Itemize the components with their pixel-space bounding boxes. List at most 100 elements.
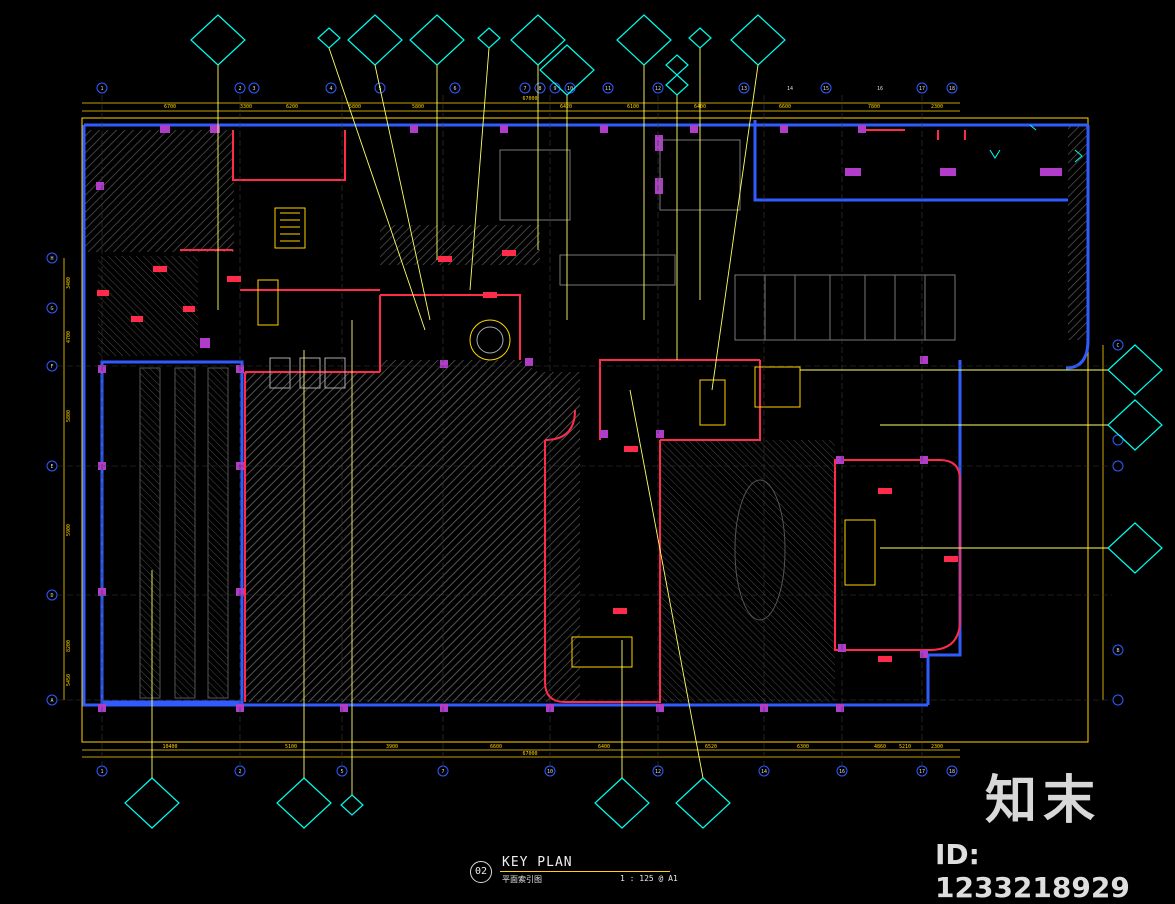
interior-partitions	[180, 129, 966, 703]
grid-label-side-G: G	[50, 306, 53, 312]
grid-label-side-E: E	[50, 464, 53, 470]
grid-label-bottom-2: 2	[238, 769, 241, 775]
grid-label-side-D: D	[50, 593, 53, 599]
callout-top-2	[317, 27, 341, 49]
callout-right-3	[1107, 522, 1163, 574]
watermark-brand: 知末	[985, 771, 1102, 831]
left-dim-5: 5450	[66, 674, 72, 686]
grid-label-bottom-6: 12	[655, 769, 661, 775]
grid-label-top-2: 2	[238, 86, 241, 92]
bottom-overall-dim: 67000	[522, 751, 537, 757]
grid-label-side-A: A	[50, 698, 53, 704]
grid-label-bottom-3: 5	[340, 769, 343, 775]
grid-label-bottom-7: 14	[761, 769, 767, 775]
callout-top-10	[665, 74, 689, 96]
callout-bottom-5	[675, 777, 731, 829]
grid-label-bottom-8: 16	[839, 769, 845, 775]
grid-label-bottom-10: 18	[949, 769, 955, 775]
bottom-dim-3: 6600	[490, 744, 502, 750]
top-dim-2: 6200	[286, 104, 298, 110]
grid-label-top-16: 16	[877, 86, 883, 92]
grid-label-top-15: 15	[823, 86, 829, 92]
top-dim-9: 7800	[868, 104, 880, 110]
plan-title-block: 02 KEY PLAN 平面索引图 1 : 125 @ A1	[470, 853, 700, 889]
grid-label-side-F: F	[50, 364, 53, 370]
grid-label-bottom-4: 7	[441, 769, 444, 775]
exterior-walls	[82, 120, 1090, 707]
left-dim-1: 4700	[66, 331, 72, 343]
grid-label-bottom-1: 1	[100, 769, 103, 775]
grid-label-top-7: 7	[523, 86, 526, 92]
grid-label-side-H: H	[50, 256, 53, 262]
plan-number-badge: 02	[470, 861, 492, 883]
callout-bottom-3	[340, 794, 364, 816]
callout-top-9	[665, 54, 689, 76]
bottom-dim-5: 6520	[705, 744, 717, 750]
plan-tags	[97, 250, 958, 662]
grid-label-top-11: 11	[605, 86, 611, 92]
callout-bottom-4	[594, 777, 650, 829]
watermark-id: ID: 1233218929	[935, 838, 1130, 904]
top-dim-1: 3300	[240, 104, 252, 110]
top-dim-5: 6420	[560, 104, 572, 110]
drawing-frame	[81, 117, 1089, 743]
title-underline	[500, 871, 670, 872]
callout-top-4	[409, 14, 465, 66]
callout-top-5	[477, 27, 501, 49]
side-grid-axis: H G F E D C B A 3400 4700 5800 5900 8200…	[46, 252, 1124, 706]
furniture-elements	[257, 279, 876, 668]
grid-lines	[58, 95, 1112, 765]
callout-top-8	[616, 14, 672, 66]
callout-top-6	[510, 14, 566, 66]
grid-label-top-18: 18	[949, 86, 955, 92]
plan-subtitle: 平面索引图	[502, 875, 542, 884]
callout-top-3	[347, 14, 403, 66]
grid-label-top-17: 17	[919, 86, 925, 92]
grid-label-top-14: 14	[787, 86, 793, 92]
bottom-dim-0: 10400	[162, 744, 177, 750]
leader-lines	[151, 47, 1108, 795]
grid-label-top-13: 13	[741, 86, 747, 92]
bottom-dim-6: 6300	[797, 744, 809, 750]
grid-label-top-3: 3	[252, 86, 255, 92]
grid-label-side-B: B	[1116, 648, 1119, 654]
top-grid-axis: 1 2 3 4 5 6 7 8 9 10 11 12 13 14 15 16 1…	[82, 82, 960, 112]
left-dim-4: 8200	[66, 640, 72, 652]
callout-right-2	[1107, 399, 1163, 451]
bottom-dim-9: 2300	[931, 744, 943, 750]
top-overall-dim: 67000	[522, 96, 537, 102]
grid-label-top-12: 12	[655, 86, 661, 92]
left-storage-zone	[100, 360, 244, 704]
callout-top-12	[730, 14, 786, 66]
top-dim-6: 6100	[627, 104, 639, 110]
grid-label-bottom-9: 17	[919, 769, 925, 775]
bottom-dim-7: 4860	[874, 744, 886, 750]
callout-bottom-1	[124, 777, 180, 829]
section-markers	[989, 124, 1083, 163]
plan-title: KEY PLAN	[502, 855, 573, 870]
top-dim-0: 6700	[164, 104, 176, 110]
top-dim-10: 2300	[931, 104, 943, 110]
plan-scale: 1 : 125 @ A1	[620, 874, 678, 883]
bottom-dim-2: 3900	[386, 744, 398, 750]
grid-label-top-8: 8	[538, 86, 541, 92]
hatched-areas	[84, 125, 1088, 702]
callout-top-1	[190, 14, 246, 66]
grid-label-side-C: C	[1116, 343, 1119, 349]
top-dim-3: 5800	[349, 104, 361, 110]
grid-label-top-10: 10	[567, 86, 573, 92]
left-dim-3: 5900	[66, 524, 72, 536]
grid-label-top-9: 9	[553, 86, 556, 92]
callout-bottom-2	[276, 777, 332, 829]
top-dim-8: 6600	[779, 104, 791, 110]
grid-label-top-4: 4	[329, 86, 332, 92]
structural-columns	[96, 125, 1062, 712]
grid-label-bottom-5: 10	[547, 769, 553, 775]
grid-label-top-1: 1	[100, 86, 103, 92]
grid-label-top-6: 6	[453, 86, 456, 92]
bottom-dim-1: 5100	[285, 744, 297, 750]
bottom-dim-4: 6400	[598, 744, 610, 750]
bottom-dim-8: 5210	[899, 744, 911, 750]
callout-right-1	[1107, 344, 1163, 396]
